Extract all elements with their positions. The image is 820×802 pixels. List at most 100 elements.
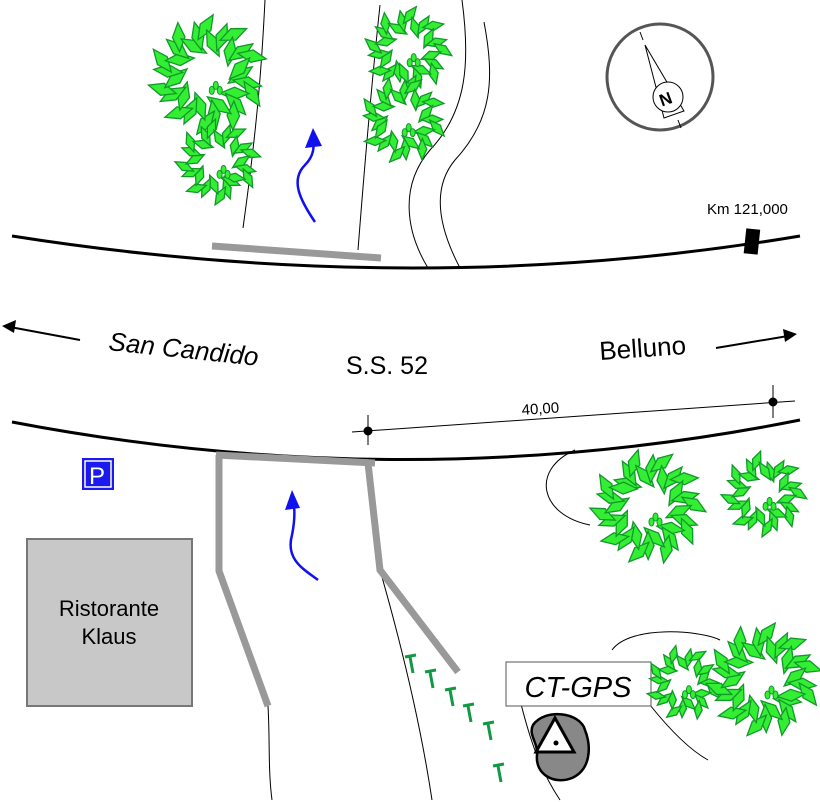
tree-icon	[719, 449, 809, 539]
tree-sprout	[401, 128, 408, 138]
parking-icon: P	[82, 458, 114, 490]
tree-icon	[704, 621, 820, 737]
tree-leaf	[362, 135, 388, 147]
tree-leaf	[233, 163, 258, 174]
tree-leaf	[415, 131, 434, 148]
tree-sprout	[406, 58, 413, 68]
svg-text:P: P	[89, 463, 105, 490]
tree-leaf	[731, 463, 741, 486]
tree-leaf	[659, 533, 673, 565]
tree-sprout	[410, 53, 417, 63]
tree-leaf	[779, 481, 803, 492]
tree-leaf	[397, 9, 408, 34]
tree-leaf	[784, 504, 795, 529]
tree-icon	[588, 448, 708, 565]
direction-arrow-east	[715, 329, 797, 349]
tree-leaf	[200, 176, 212, 199]
tree-leaf	[776, 464, 801, 476]
tree-leaf	[775, 688, 807, 702]
tree-sprout	[216, 169, 223, 179]
seedling-icon	[444, 686, 457, 707]
tree-leaf	[242, 167, 254, 189]
tree-leaf	[399, 78, 410, 104]
label-road-name: S.S. 52	[346, 352, 428, 380]
tree-leaf	[665, 705, 683, 719]
tree-leaf	[772, 459, 785, 480]
tree-leaf	[366, 48, 392, 60]
tree-icon	[173, 117, 263, 207]
tree-sprout	[689, 690, 696, 700]
tree-leaf	[424, 37, 449, 48]
tree-leaf	[239, 148, 263, 159]
tree-leaf	[669, 643, 679, 666]
tree-sprout	[768, 685, 775, 695]
tree-leaf	[421, 20, 446, 31]
tree-leaf	[403, 78, 423, 95]
tree-leaf	[647, 675, 670, 685]
tree-leaf	[726, 500, 749, 510]
direction-arrow-west	[2, 320, 81, 341]
tree-leaf	[656, 692, 673, 707]
label-san-candido: San Candido	[107, 326, 260, 372]
station-label: CT-GPS	[505, 661, 652, 707]
tree-leaf	[381, 63, 398, 83]
tree-leaf	[645, 690, 667, 700]
tree-leaf	[173, 161, 195, 172]
tree-leaf	[693, 698, 703, 721]
km-marker-post	[743, 228, 761, 255]
tree-leaf	[662, 653, 676, 672]
flow-arrow-icon	[289, 134, 319, 581]
tree-leaf	[761, 517, 773, 539]
tree-leaf	[758, 460, 772, 482]
label-belluno: Belluno	[598, 330, 687, 366]
tree-leaf	[745, 457, 757, 480]
tree-leaf	[376, 88, 392, 108]
tree-leaf	[416, 136, 428, 162]
tree-leaf	[400, 136, 411, 162]
tree-sprout	[648, 517, 655, 527]
tree-sprout	[224, 169, 231, 179]
tree-leaf	[221, 123, 232, 147]
tree-leaf	[232, 142, 254, 154]
tree-leaf	[731, 515, 755, 526]
seedling-icon	[424, 668, 437, 689]
tree-leaf	[361, 111, 387, 123]
tree-leaf	[428, 119, 446, 138]
tree-sprout	[405, 123, 412, 133]
road-edge-south	[11, 418, 801, 461]
tree-leaf	[206, 117, 217, 140]
seedlings	[404, 653, 505, 783]
tree-leaf	[696, 663, 715, 676]
tree-leaf	[184, 183, 208, 194]
seedling-icon	[492, 762, 505, 783]
tree-leaf	[698, 678, 721, 688]
tree-leaf	[650, 662, 662, 681]
tree-leaf	[180, 167, 203, 178]
tree-sprout	[220, 164, 227, 174]
tree-leaf	[421, 97, 446, 108]
tree-leaf	[398, 61, 409, 85]
tree-sprout	[685, 685, 692, 695]
tree-leaf	[422, 58, 445, 70]
tree-sprout	[216, 85, 223, 95]
tree-leaf	[688, 650, 708, 662]
tree-sprout	[772, 690, 779, 700]
tree-leaf	[374, 36, 398, 47]
tree-leaf	[374, 118, 388, 140]
tree-leaf	[415, 91, 433, 109]
km-marker-label: Km 121,000	[707, 201, 788, 218]
tree-sprout	[681, 690, 688, 700]
road-edge-north	[11, 234, 801, 270]
tree-leaf	[694, 693, 710, 710]
tree-leaf	[228, 56, 251, 81]
tree-leaf	[374, 25, 395, 41]
tree-leaf	[768, 509, 779, 533]
tree-leaf	[185, 130, 196, 154]
seedling-icon	[404, 653, 417, 674]
tree-icon	[146, 13, 268, 136]
tree-leaf	[747, 509, 758, 532]
svg-text:N: N	[657, 88, 675, 110]
tree-icon	[645, 643, 721, 721]
seedling-icon	[462, 702, 475, 723]
tree-leaf	[411, 125, 437, 137]
